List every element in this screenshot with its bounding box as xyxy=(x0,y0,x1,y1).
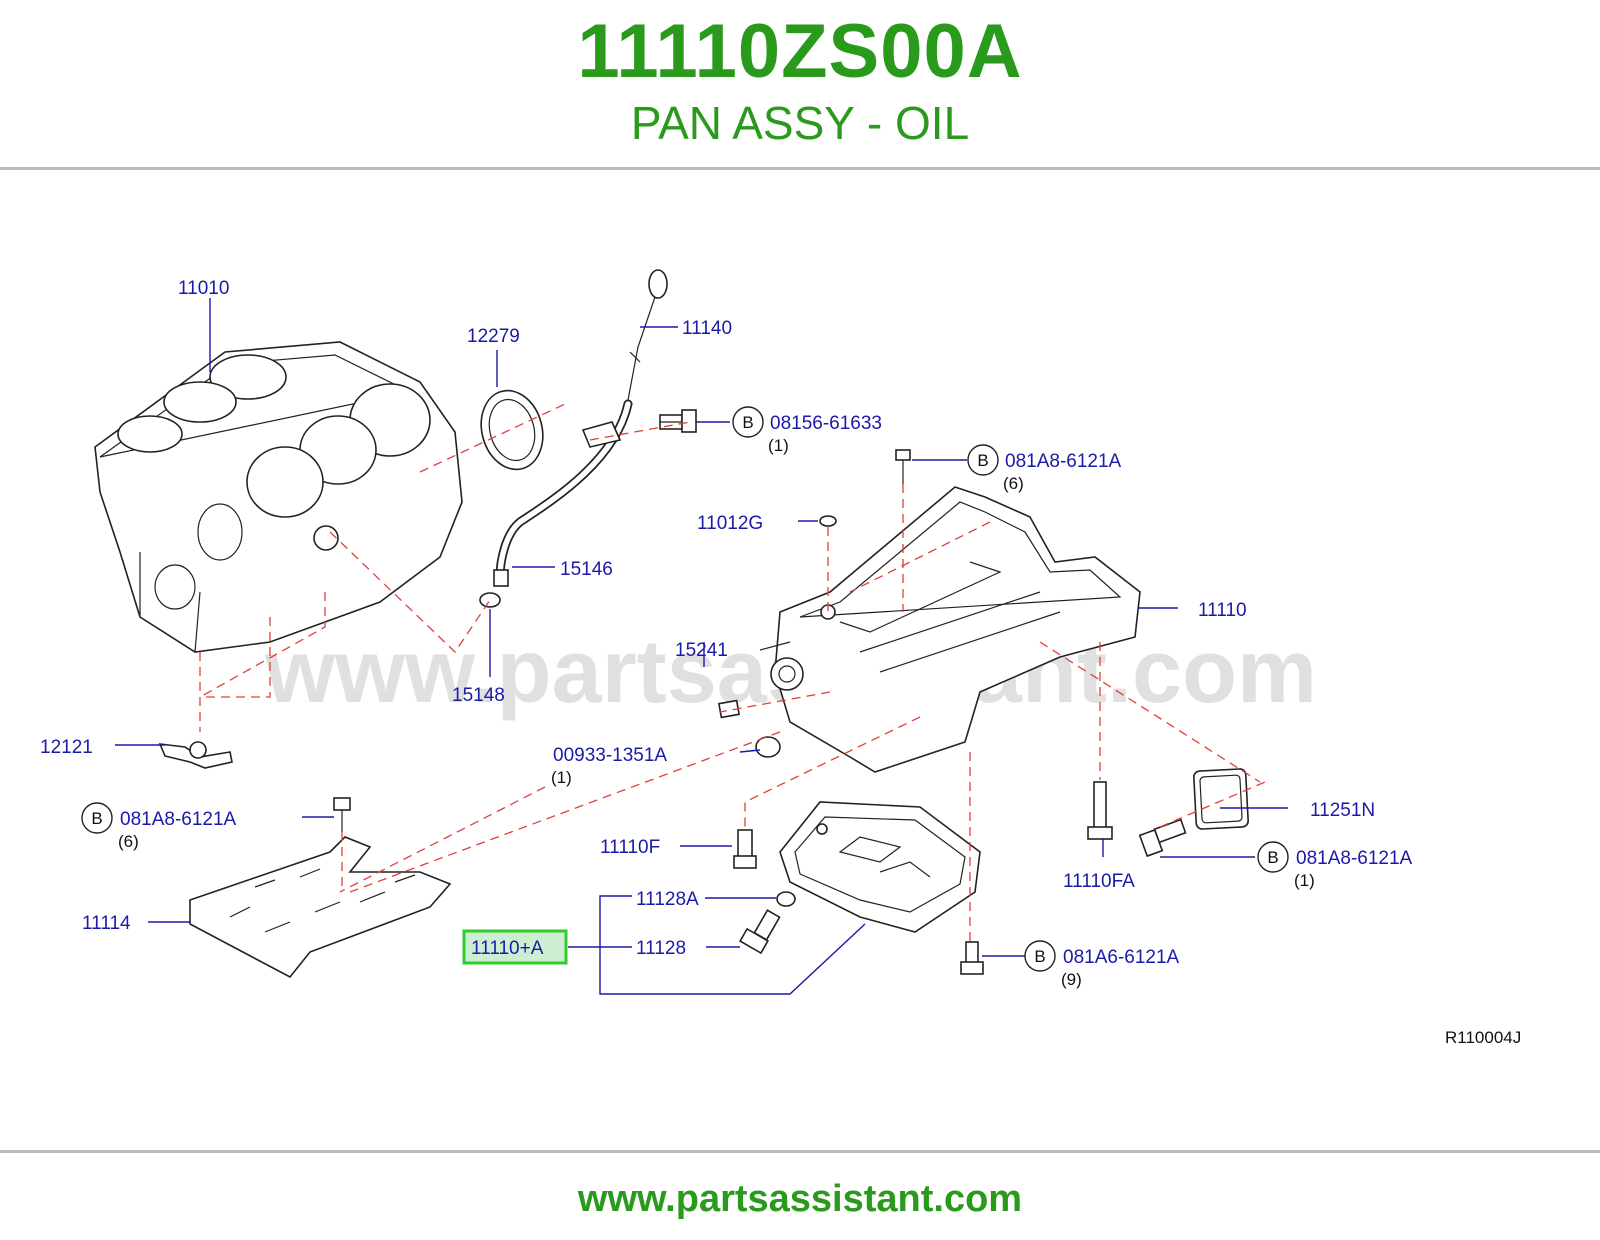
svg-text:B: B xyxy=(1267,848,1278,867)
oil-level-gauge[interactable] xyxy=(627,269,668,401)
label-15148[interactable]: 15148 xyxy=(452,685,505,706)
label-11110[interactable]: 11110 xyxy=(1198,600,1247,621)
b-marker-08156: B xyxy=(732,406,764,438)
label-11128[interactable]: 11128 xyxy=(636,938,686,959)
label-11012g[interactable]: 11012G xyxy=(697,513,763,534)
label-15241[interactable]: 15241 xyxy=(675,640,728,661)
b-marker-081a8-top: B xyxy=(967,444,999,476)
engine-block[interactable] xyxy=(94,341,463,653)
bolt-11110f[interactable] xyxy=(733,829,757,869)
bolt-08156[interactable] xyxy=(659,409,697,433)
label-081a6[interactable]: 081A6-6121A xyxy=(1063,947,1180,968)
qty-081a8-right: (1) xyxy=(1294,871,1315,890)
label-11110a[interactable]: 11110+A xyxy=(471,938,544,959)
bolt-081a8-top[interactable] xyxy=(895,449,911,484)
svg-text:B: B xyxy=(91,809,102,828)
bolt-11110fa[interactable] xyxy=(1087,781,1113,840)
label-11010[interactable]: 11010 xyxy=(178,278,229,299)
label-11110f[interactable]: 11110F xyxy=(600,837,660,858)
qty-081a6: (9) xyxy=(1061,970,1082,989)
leader-lines xyxy=(115,298,1288,995)
guide-oring[interactable] xyxy=(479,592,501,608)
qty-081a8-top: (6) xyxy=(1003,474,1024,493)
bolt-081a8-right[interactable] xyxy=(1138,818,1187,858)
label-081a8-top[interactable]: 081A8-6121A xyxy=(1005,451,1122,472)
part-name-subtitle: PAN ASSY - OIL xyxy=(630,97,970,149)
label-11110fa[interactable]: 11110FA xyxy=(1063,871,1135,892)
label-12121[interactable]: 12121 xyxy=(40,737,93,758)
drain-plug-washer[interactable] xyxy=(776,891,796,907)
assembly-dash-lines xyxy=(199,403,1266,942)
gasket-11251n[interactable] xyxy=(1193,768,1249,830)
oil-strainer[interactable] xyxy=(759,641,791,651)
footer-divider xyxy=(0,1150,1600,1153)
label-12279[interactable]: 12279 xyxy=(467,326,520,347)
label-081a8-left[interactable]: 081A8-6121A xyxy=(120,809,237,830)
svg-text:B: B xyxy=(742,413,753,432)
header-divider xyxy=(0,167,1600,170)
label-15146[interactable]: 15146 xyxy=(560,559,613,580)
label-081a8-right[interactable]: 081A8-6121A xyxy=(1296,848,1413,869)
oil-gauge-guide-tube[interactable] xyxy=(493,399,633,587)
drain-plug-11128[interactable] xyxy=(739,909,781,955)
b-marker-081a6: B xyxy=(1024,940,1056,972)
qty-081a8-left: (6) xyxy=(118,832,139,851)
b-marker-081a8-left: B xyxy=(81,802,113,834)
parts-diagram: www.partsassistant.com xyxy=(40,269,1521,1047)
part-number-title: 11110ZS00A xyxy=(577,9,1023,94)
b-marker-081a8-right: B xyxy=(1257,841,1289,873)
label-11140[interactable]: 11140 xyxy=(682,318,732,339)
oil-pan-upper[interactable] xyxy=(717,486,1141,773)
label-11114[interactable]: 11114 xyxy=(82,913,131,934)
engine-under-protector[interactable] xyxy=(189,836,452,979)
qty-00933: (1) xyxy=(551,768,572,787)
bolt-081a6[interactable] xyxy=(960,941,984,975)
oil-pan-lower[interactable] xyxy=(779,801,981,933)
footer-site-link[interactable]: www.partsassistant.com xyxy=(577,1178,1023,1220)
label-11251n[interactable]: 11251N xyxy=(1310,800,1375,821)
label-11128a[interactable]: 11128A xyxy=(636,889,699,910)
highlight-box-11110a xyxy=(462,929,568,965)
svg-text:B: B xyxy=(977,451,988,470)
label-00933-1351a[interactable]: 00933-1351A xyxy=(553,745,667,766)
oil-jet[interactable] xyxy=(158,741,233,769)
rear-oil-seal[interactable] xyxy=(473,384,552,477)
diagram-reference-code: R110004J xyxy=(1445,1028,1521,1047)
drain-plug-11012g[interactable] xyxy=(819,515,837,527)
bolt-081a8-left[interactable] xyxy=(333,797,351,832)
label-08156-61633[interactable]: 08156-61633 xyxy=(770,413,882,434)
svg-text:B: B xyxy=(1034,947,1045,966)
qty-08156: (1) xyxy=(768,436,789,455)
